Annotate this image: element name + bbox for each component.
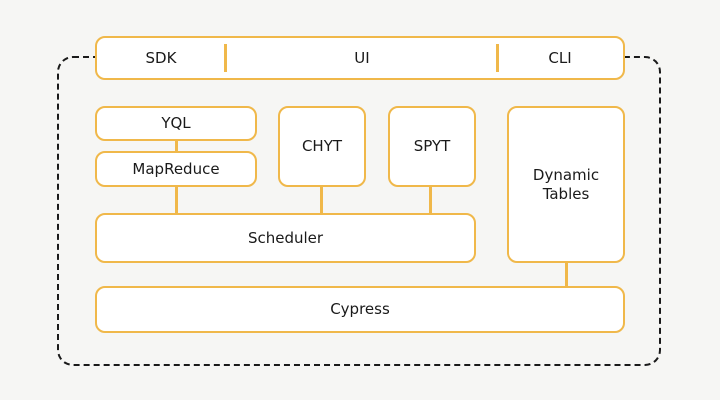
interfaces-divider: [496, 44, 499, 72]
mapreduce-label: MapReduce: [132, 159, 220, 178]
chyt-block: CHYT: [278, 106, 366, 187]
connector-chyt-scheduler: [320, 186, 323, 214]
scheduler-block: Scheduler: [95, 213, 476, 263]
spyt-block: SPYT: [388, 106, 476, 187]
yql-block: YQL: [95, 106, 257, 141]
sdk-label: SDK: [145, 49, 177, 67]
connector-dynamic-tables-cypress: [565, 262, 568, 287]
dynamic-tables-label: Dynamic Tables: [532, 165, 600, 203]
connector-yql-mapreduce: [175, 140, 178, 152]
spyt-label: SPYT: [413, 137, 451, 155]
chyt-label: CHYT: [301, 137, 343, 155]
yql-label: YQL: [161, 114, 191, 132]
interfaces-divider: [224, 44, 227, 72]
scheduler-label: Scheduler: [247, 228, 324, 247]
ui-label: UI: [354, 49, 370, 67]
cypress-label: Cypress: [330, 300, 390, 318]
cypress-block: Cypress: [95, 286, 625, 333]
dynamic-tables-block: Dynamic Tables: [507, 106, 625, 263]
mapreduce-block: MapReduce: [95, 151, 257, 187]
connector-spyt-scheduler: [429, 186, 432, 214]
interfaces-bar: SDK UI CLI: [95, 36, 625, 80]
cli-label: CLI: [548, 49, 572, 67]
connector-mapreduce-scheduler: [175, 186, 178, 214]
